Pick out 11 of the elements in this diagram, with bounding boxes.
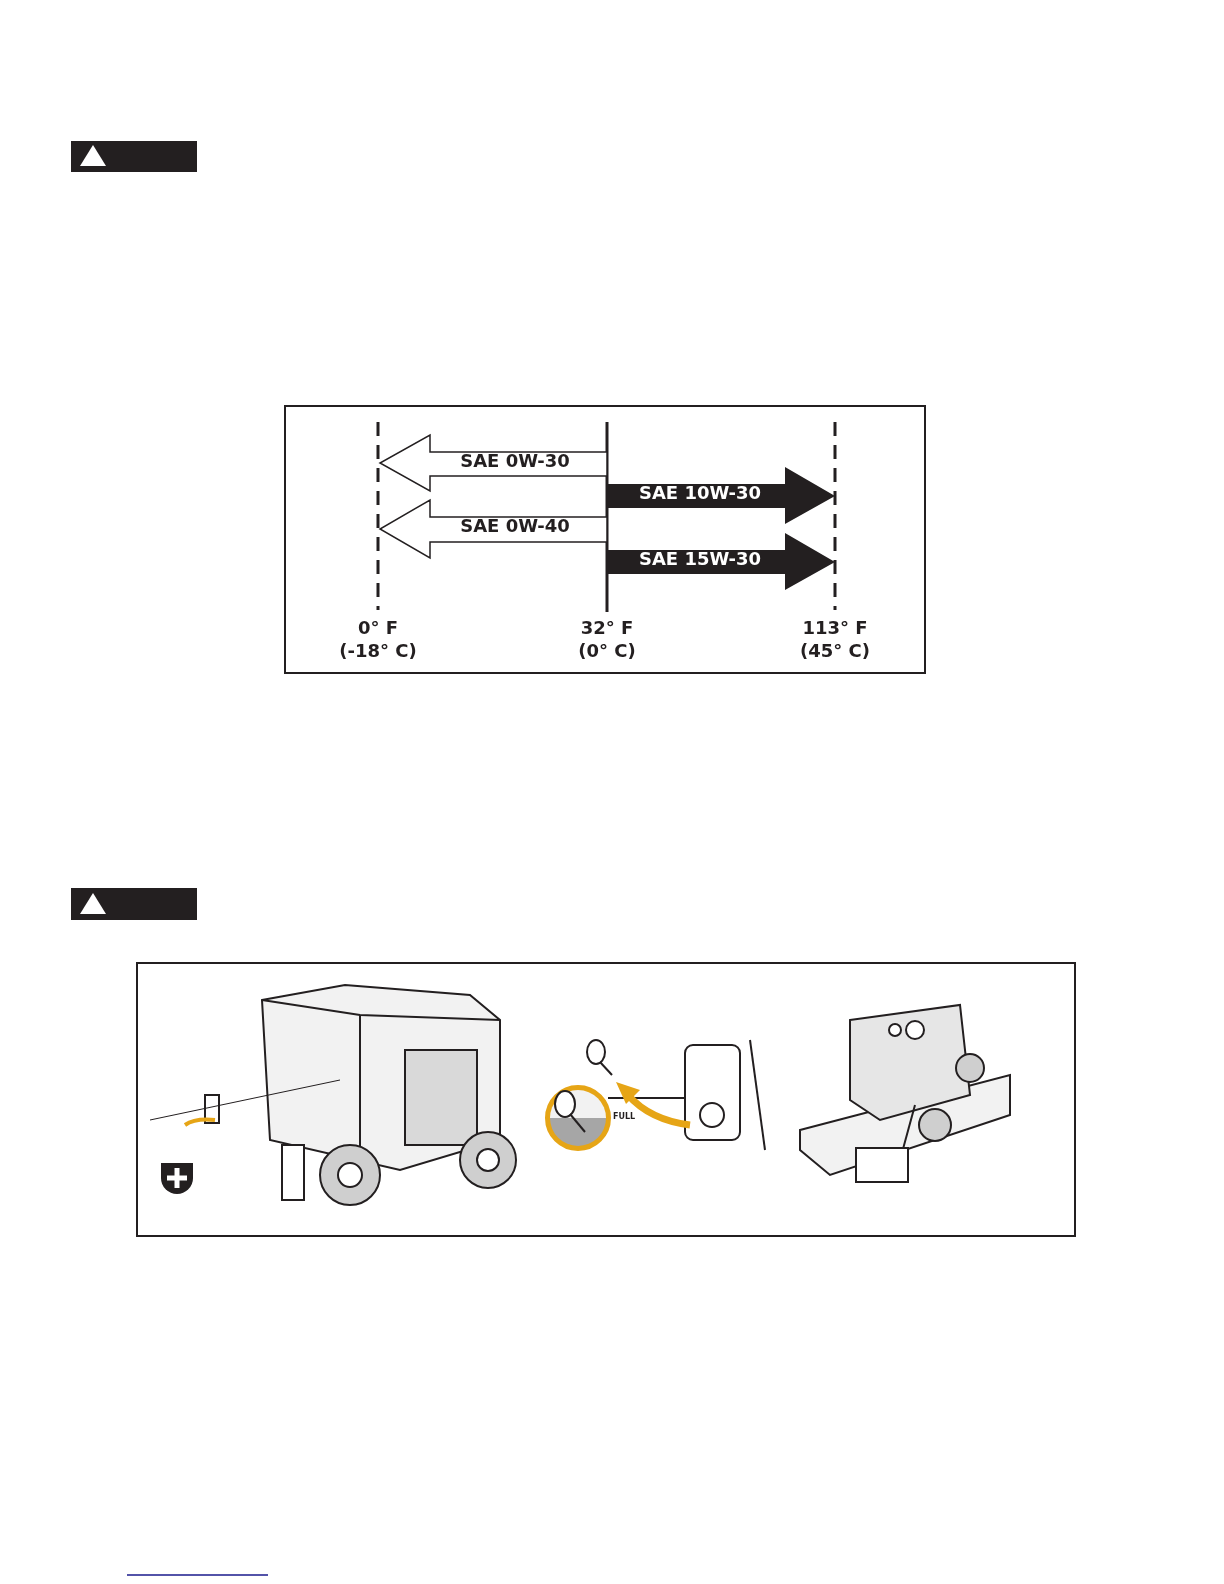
oil-grade-label: SAE 10W-30 (638, 484, 762, 502)
temperature-label: 0° F (357, 619, 399, 637)
oil-grade-label: SAE 15W-30 (638, 550, 762, 568)
oil-grade-label: SAE 0W-30 (460, 452, 570, 470)
temperature-label: (-18° C) (339, 642, 417, 660)
temperature-label: 32° F (580, 619, 634, 637)
oil-grade-label: SAE 0W-40 (460, 517, 570, 535)
temperature-label: (45° C) (800, 642, 870, 660)
level-mark-label: FULL (612, 1113, 636, 1121)
temperature-label: 113° F (802, 619, 868, 637)
temperature-label: (0° C) (578, 642, 636, 660)
